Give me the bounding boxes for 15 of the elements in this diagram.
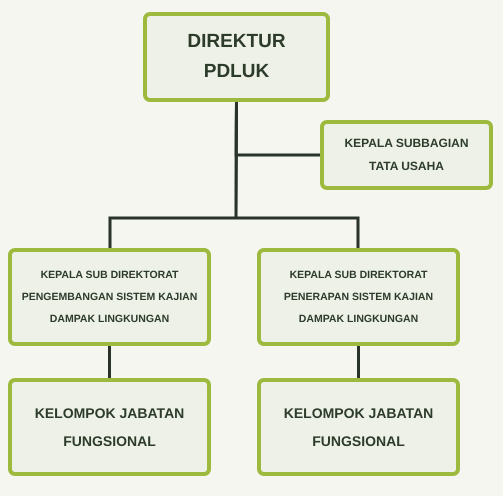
role-title: KEPALA SUBBAGIAN TATA USAHA (343, 135, 470, 175)
connector-line (234, 102, 360, 248)
connector-line (108, 346, 111, 378)
role-title: KEPALA SUB DIREKTORAT PENERAPAN SISTEM KAJIAN DAMPAK LINGKUNGAN (282, 268, 434, 328)
role-title: KEPALA SUB DIREKTORAT PENGEMBANGAN SISTEM KAJIAN DAMPAK LINGKUNGAN (20, 268, 198, 328)
org-box (320, 120, 493, 190)
connector-line (357, 346, 360, 378)
org-box (257, 248, 460, 346)
org-box (8, 248, 211, 346)
role-title: DIREKTUR PDLUK (186, 30, 287, 84)
role-title: KELOMPOK JABATAN FUNGSIONAL (34, 404, 186, 451)
role-title: KELOMPOK JABATAN FUNGSIONAL (282, 404, 434, 451)
org-box (8, 378, 211, 476)
org-box (143, 12, 330, 102)
org-box (257, 378, 460, 476)
